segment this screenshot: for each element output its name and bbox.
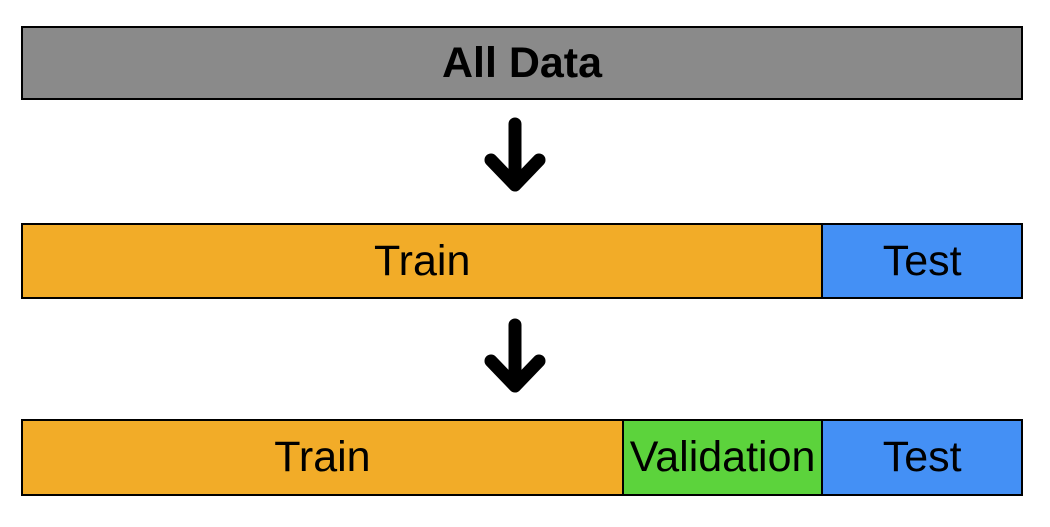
- down-arrow-stroke: [484, 117, 546, 192]
- all-data-label: All Data: [441, 38, 603, 87]
- down-arrow-icon: [484, 117, 546, 192]
- all-data-segment: All Data: [23, 28, 1021, 98]
- arrow-2: [483, 318, 547, 396]
- test-segment: Test: [821, 421, 1021, 494]
- train-label: Train: [274, 433, 371, 481]
- validation-label: Validation: [629, 433, 816, 481]
- test-label: Test: [882, 433, 962, 481]
- train-validation-test-bar: Train Validation Test: [21, 419, 1023, 496]
- test-label: Test: [882, 236, 962, 285]
- train-segment: Train: [23, 421, 622, 494]
- down-arrow-stroke: [484, 318, 546, 393]
- all-data-bar: All Data: [21, 26, 1023, 100]
- down-arrow-icon: [484, 318, 546, 393]
- validation-segment: Validation: [621, 421, 822, 494]
- train-segment: Train: [23, 225, 822, 297]
- test-segment: Test: [821, 225, 1021, 297]
- train-test-bar: Train Test: [21, 223, 1023, 299]
- train-label: Train: [374, 236, 471, 285]
- arrow-1: [483, 117, 547, 195]
